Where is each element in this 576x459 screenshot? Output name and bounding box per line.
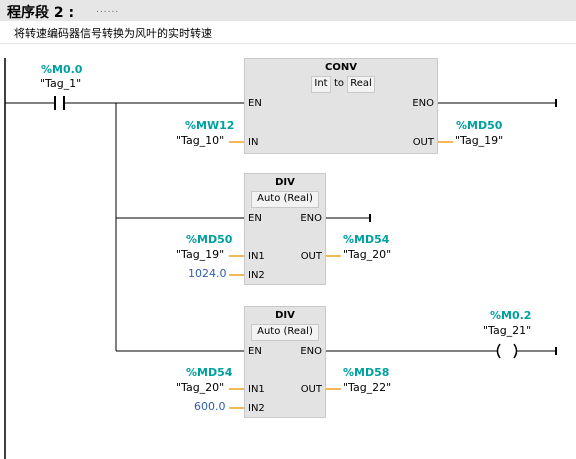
conv-in-pin: IN <box>248 137 259 148</box>
div1-out-pin: OUT <box>300 251 322 262</box>
div2-in2-constant[interactable]: 600.0 <box>194 400 226 413</box>
coil-left-arc <box>496 343 501 359</box>
div2-en-pin: EN <box>248 346 262 357</box>
div1-type[interactable]: Auto (Real) <box>251 191 319 208</box>
network-comment[interactable]: 将转速编码器信号转换为风叶的实时转速 <box>0 21 576 44</box>
div1-title: DIV <box>275 177 295 188</box>
conv-eno-pin: ENO <box>412 98 434 109</box>
coil-tag[interactable]: "Tag_21" <box>483 324 532 337</box>
conv-in-address[interactable]: %MW12 <box>185 119 235 132</box>
div2-in1-address[interactable]: %MD54 <box>186 366 233 379</box>
div1-out-tag[interactable]: "Tag_20" <box>343 248 392 261</box>
network-header[interactable]: 程序段 2 : ...... <box>0 0 576 21</box>
div2-out-tag[interactable]: "Tag_22" <box>343 381 392 394</box>
div2-block[interactable]: DIV Auto (Real) EN ENO IN1 OUT IN2 <box>244 306 326 418</box>
conv-block[interactable]: CONV Int to Real EN ENO IN OUT <box>244 58 438 154</box>
output-coil[interactable] <box>495 343 519 359</box>
conv-type-to[interactable]: Real <box>347 76 375 93</box>
conv-title: CONV <box>325 62 357 73</box>
contact-tag[interactable]: "Tag_1" <box>40 77 82 90</box>
coil-address[interactable]: %M0.2 <box>490 309 532 322</box>
div2-in1-tag[interactable]: "Tag_20" <box>176 381 225 394</box>
div1-en-pin: EN <box>248 213 262 224</box>
div2-title: DIV <box>275 310 295 321</box>
div1-eno-pin: ENO <box>300 213 322 224</box>
div2-type[interactable]: Auto (Real) <box>251 324 319 341</box>
div1-in1-pin: IN1 <box>248 251 265 262</box>
network-title-placeholder[interactable]: ...... <box>96 5 120 15</box>
conv-en-pin: EN <box>248 98 262 109</box>
contact-address[interactable]: %M0.0 <box>41 63 83 76</box>
conv-out-address[interactable]: %MD50 <box>456 119 503 132</box>
conv-type-from[interactable]: Int <box>311 76 331 93</box>
conv-type-sep: to <box>333 78 345 89</box>
div2-out-pin: OUT <box>300 384 322 395</box>
div2-out-address[interactable]: %MD58 <box>343 366 390 379</box>
conv-out-pin: OUT <box>412 137 434 148</box>
div1-in1-address[interactable]: %MD50 <box>186 233 233 246</box>
conv-in-tag[interactable]: "Tag_10" <box>176 134 225 147</box>
div2-in2-pin: IN2 <box>248 403 265 414</box>
coil-right-arc <box>513 343 518 359</box>
div1-in2-constant[interactable]: 1024.0 <box>188 267 227 280</box>
div1-in1-tag[interactable]: "Tag_19" <box>176 248 225 261</box>
div1-out-address[interactable]: %MD54 <box>343 233 390 246</box>
div1-in2-pin: IN2 <box>248 270 265 281</box>
div2-in1-pin: IN1 <box>248 384 265 395</box>
network-comment-text: 将转速编码器信号转换为风叶的实时转速 <box>14 27 212 40</box>
network-title: 程序段 2 : <box>7 5 75 21</box>
div1-block[interactable]: DIV Auto (Real) EN ENO IN1 OUT IN2 <box>244 173 326 285</box>
conv-out-tag[interactable]: "Tag_19" <box>455 134 504 147</box>
div2-eno-pin: ENO <box>300 346 322 357</box>
